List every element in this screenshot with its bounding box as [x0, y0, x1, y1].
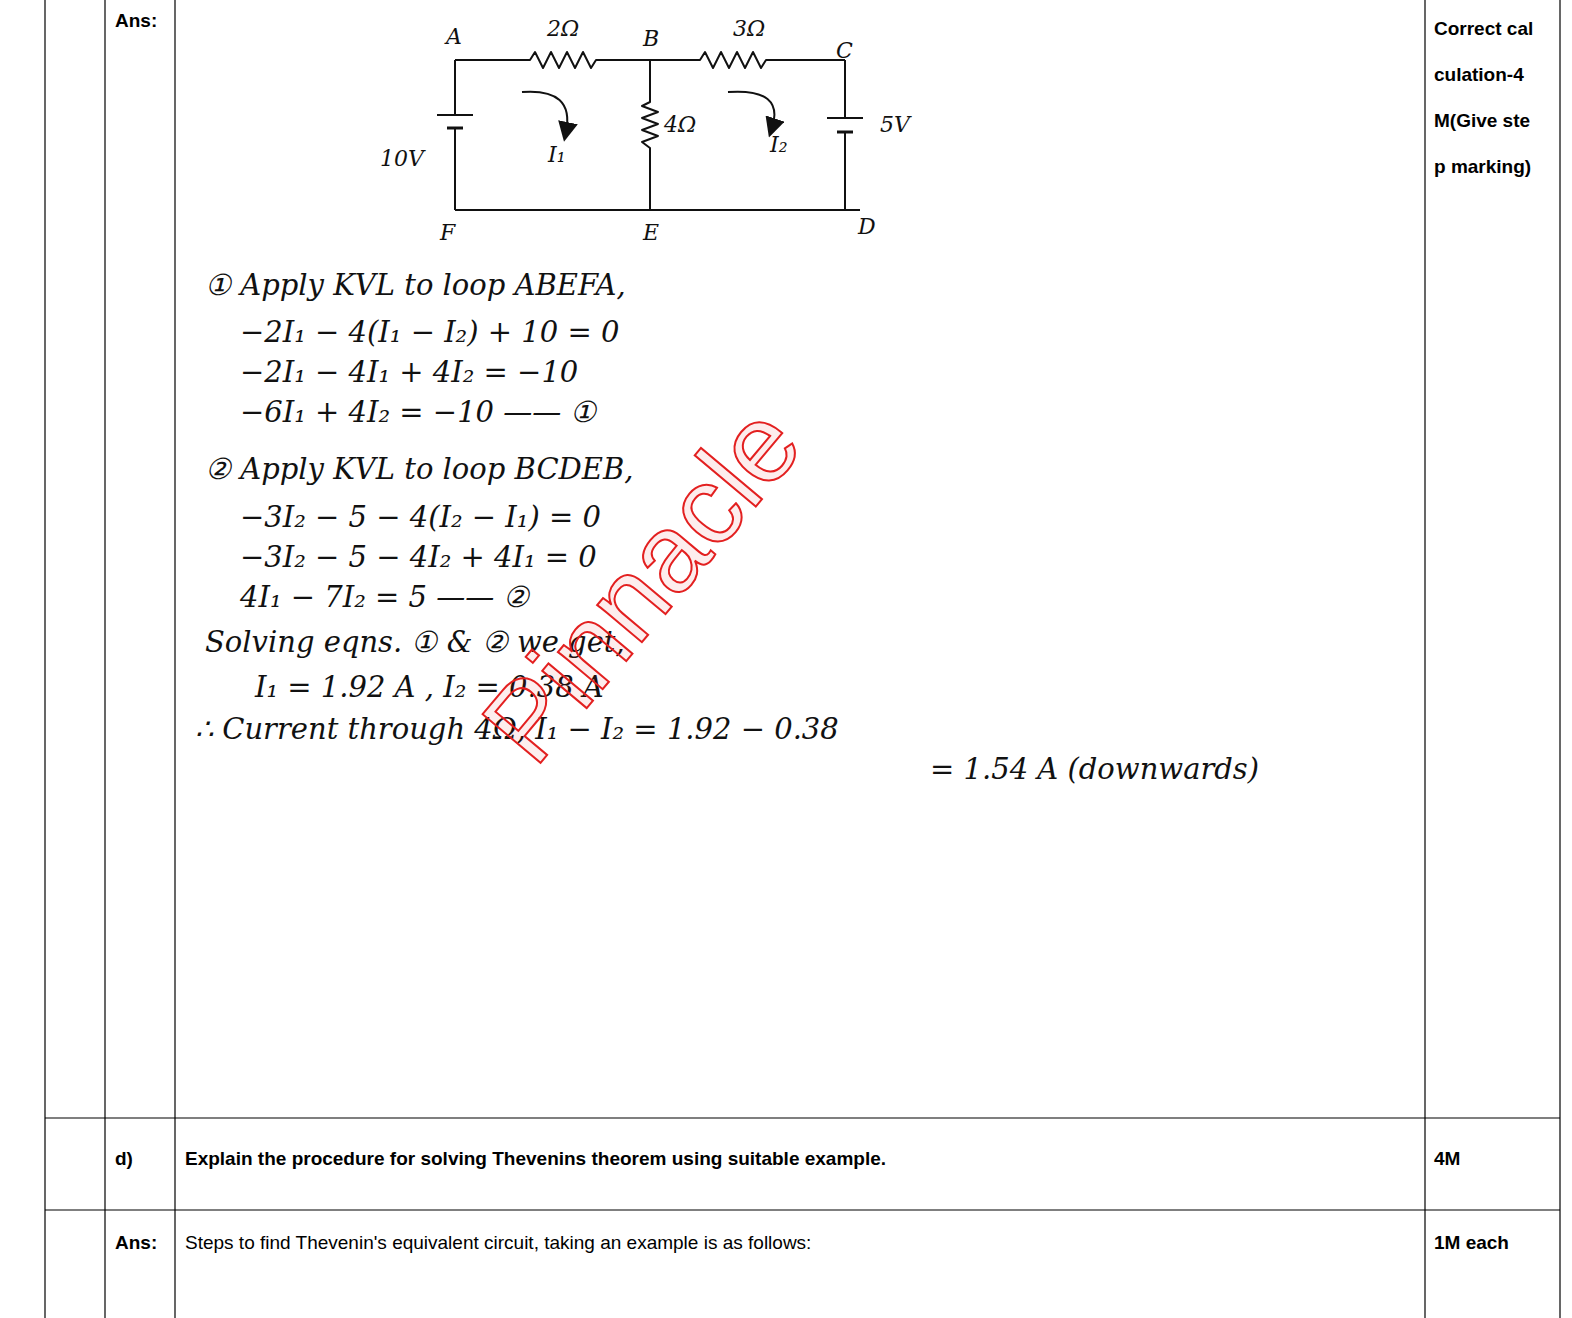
marking-scheme: Correct calculation-4M(Give step marking… — [1434, 6, 1538, 190]
source-voltage: 5V — [880, 112, 910, 137]
loop-current: I₂ — [770, 132, 788, 157]
handwritten-equation: −3I₂ − 5 − 4(I₂ − I₁) = 0 — [240, 500, 601, 534]
node-letter: A — [446, 24, 462, 49]
handwritten-equation: −3I₂ − 5 − 4I₂ + 4I₁ = 0 — [240, 540, 597, 574]
handwritten-step: ② Apply KVL to loop BCDEB, — [205, 452, 634, 486]
answer-tag: Ans: — [115, 1232, 157, 1254]
marking-scheme: 1M each — [1434, 1232, 1509, 1254]
handwritten-equation: −2I₁ − 4I₁ + 4I₂ = −10 — [240, 355, 578, 389]
resistor-value: 4Ω — [664, 112, 696, 137]
handwritten-equation: −6I₁ + 4I₂ = −10 —— ① — [240, 395, 596, 429]
node-letter: D — [858, 214, 876, 239]
question-text: Explain the procedure for solving Theven… — [185, 1148, 886, 1170]
node-letter: B — [643, 26, 659, 51]
handwritten-step: ① Apply KVL to loop ABEFA, — [205, 268, 626, 302]
question-number: d) — [115, 1148, 133, 1170]
loop-current: I₁ — [548, 142, 566, 167]
node-letter: C — [836, 38, 853, 63]
resistor-value: 3Ω — [733, 16, 765, 41]
source-voltage: 10V — [380, 146, 424, 171]
answer-text: Steps to find Thevenin's equivalent circ… — [185, 1232, 811, 1254]
answer-tag: Ans: — [115, 10, 157, 32]
handwritten-equation: 4I₁ − 7I₂ = 5 —— ② — [240, 580, 529, 614]
node-letter: E — [643, 220, 659, 245]
marks: 4M — [1434, 1148, 1460, 1170]
handwritten-result: = 1.54 A (downwards) — [930, 752, 1259, 786]
node-letter: F — [440, 220, 455, 245]
handwritten-equation: −2I₁ − 4(I₁ − I₂) + 10 = 0 — [240, 315, 619, 349]
resistor-value: 2Ω — [547, 16, 579, 41]
